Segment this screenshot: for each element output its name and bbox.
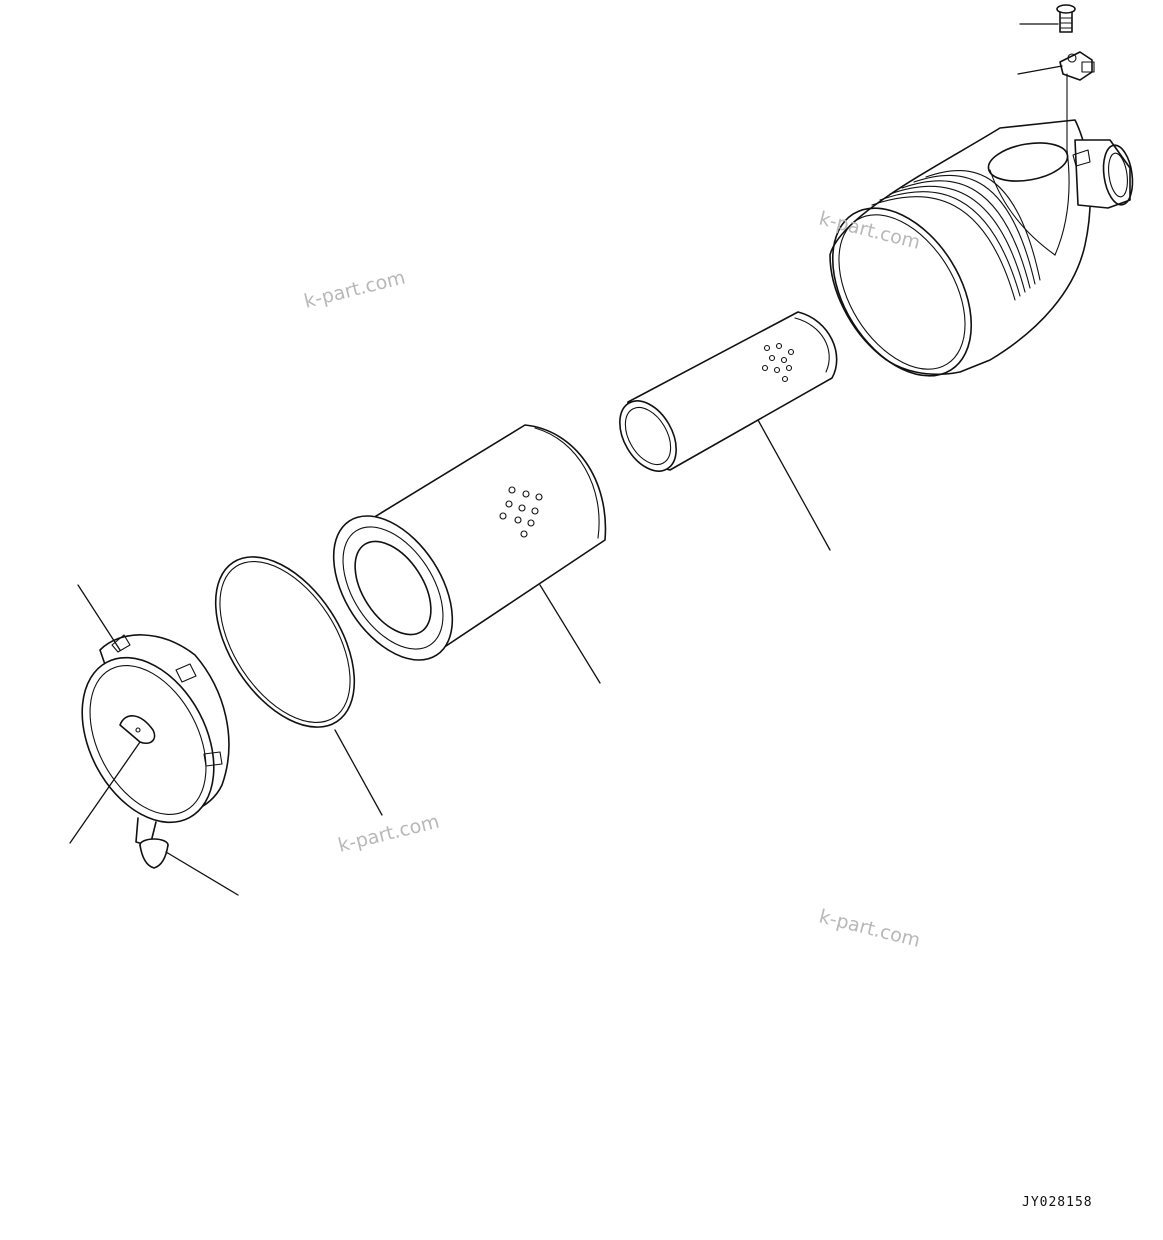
outer-filter-element — [332, 424, 607, 661]
watermark-4: k-part.com — [817, 906, 923, 952]
bolt — [1056, 4, 1076, 33]
watermark-3: k-part.com — [336, 810, 442, 856]
evacuator-valve — [139, 838, 169, 869]
service-indicator — [1059, 51, 1095, 151]
inner-filter-element — [619, 311, 838, 472]
gasket-ring — [214, 556, 356, 728]
end-cover — [81, 634, 230, 847]
air-cleaner-housing — [829, 119, 1134, 377]
leader-lines — [69, 23, 1063, 896]
watermark-1: k-part.com — [302, 266, 408, 312]
drawing-code: JY028158 — [1022, 1195, 1093, 1210]
